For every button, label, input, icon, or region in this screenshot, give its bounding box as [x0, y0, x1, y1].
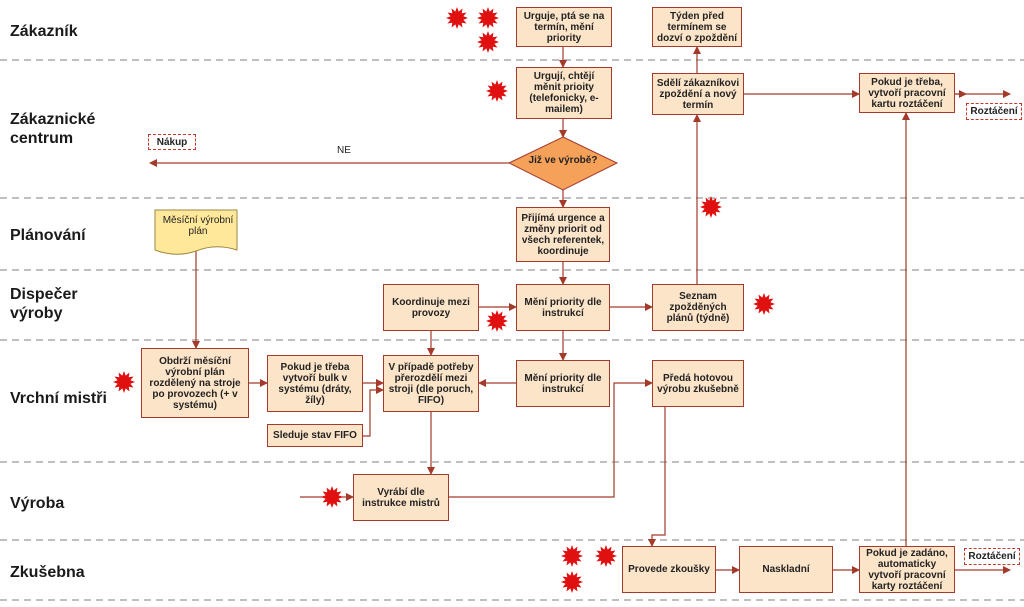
lane-label-centrum: Zákaznické centrum — [10, 111, 96, 147]
box-fifo: Sleduje stav FIFO — [267, 424, 363, 447]
box-prijima: Přijímá urgence a změny priorit od všech… — [516, 207, 610, 262]
urgency-burst-icon — [446, 7, 468, 29]
decision-diamond — [507, 136, 619, 191]
box-prerozdeli: V případě potřeby přerozdělí mezi stroji… — [383, 355, 479, 412]
urgency-burst-icon — [321, 486, 343, 508]
connector-arrow — [363, 386, 384, 437]
box-urguji: Urgují, chtějí měnit prioity (telefonick… — [516, 67, 612, 119]
urgency-burst-icon — [477, 31, 499, 53]
urgency-burst-icon — [477, 7, 499, 29]
box-pokud-karta: Pokud je třeba, vytvoří pracovní kartu r… — [859, 73, 955, 113]
box-urguje: Urguje, ptá se na termín, mění priority — [516, 7, 612, 47]
shapes — [154, 136, 619, 255]
edge-label-ne: NE — [337, 145, 351, 156]
box-koordinuje: Koordinuje mezi provozy — [383, 284, 479, 331]
document-shape — [154, 209, 238, 255]
urgency-burst-icon — [486, 80, 508, 102]
document-label: Měsíční výrobní plán — [162, 215, 234, 237]
lane-dividers — [0, 59, 1024, 601]
box-naskladni: Naskladní — [739, 546, 833, 593]
box-preda: Předá hotovou výrobu zkušebně — [652, 360, 744, 407]
lane-label-zkusebna: Zkušebna — [10, 564, 85, 581]
connector-arrow — [648, 407, 666, 547]
urgency-burst-icon — [113, 371, 135, 393]
lane-label-dispecer: Dispečer výroby — [10, 286, 78, 322]
ext-nakup: Nákup — [148, 134, 196, 150]
box-tyden: Týden před termínem se dozví o zpoždění — [652, 7, 742, 47]
lane-label-vyroba: Výroba — [10, 495, 65, 512]
urgency-burst-icon — [561, 571, 583, 593]
urgency-burst-icon — [595, 545, 617, 567]
connectors — [149, 46, 1011, 574]
box-provede: Provede zkoušky — [622, 546, 716, 593]
ext-roztaceni-zkusebna: Roztáčení — [964, 548, 1020, 565]
box-vyrabi: Vyrábí dle instrukce mistrů — [353, 474, 449, 521]
box-meni-priority-mistri: Mění priority dle instrukcí — [516, 360, 610, 407]
decision-label: Již ve výrobě? — [528, 155, 598, 166]
urgency-burst-icon — [561, 545, 583, 567]
urgency-burst-icon — [700, 196, 722, 218]
box-meni-priority-dispecer: Mění priority dle instrukcí — [516, 284, 610, 331]
box-bulk: Pokud je třeba vytvoří bulk v systému (d… — [267, 355, 363, 412]
box-seznam: Seznam zpožděných plánů (týdně) — [652, 284, 744, 331]
box-sdeli: Sdělí zákazníkovi zpoždění a nový termín — [652, 73, 744, 115]
ext-roztaceni-centrum: Roztáčení — [966, 103, 1022, 120]
urgency-burst-icon — [486, 310, 508, 332]
lane-label-mistri: Vrchní mistři — [10, 390, 107, 407]
urgency-burst-icon — [753, 293, 775, 315]
connector-arrow — [449, 379, 653, 498]
box-zadano: Pokud je zadáno, automaticky vytvoří pra… — [859, 546, 955, 593]
lane-label-zakaznik: Zákazník — [10, 23, 78, 40]
lane-label-planovani: Plánování — [10, 227, 86, 244]
box-obdrzi: Obdrží měsíční výrobní plán rozdělený na… — [141, 348, 249, 418]
urgency-bursts — [113, 7, 775, 593]
